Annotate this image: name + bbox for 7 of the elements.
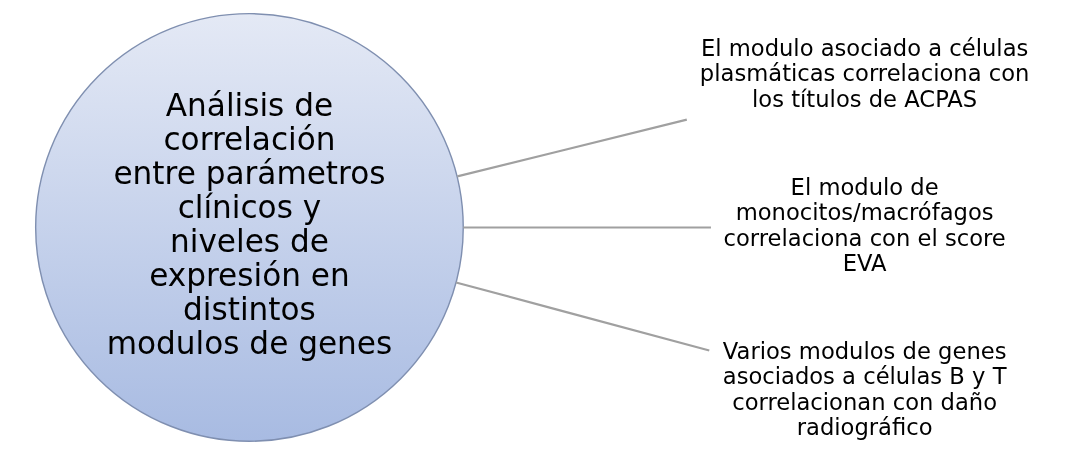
connector: [455, 281, 710, 352]
connector: [463, 226, 711, 229]
connector: [457, 118, 688, 178]
node-text: El modulo de monocitos/macrófagos correlaciona con el score EVA: [723, 173, 1006, 277]
node-text: Varios modulos de genes asociados a células B y T correlacionan con daño radiográfico: [722, 337, 1007, 441]
node-circle: Análisis de correlación entre parámetros clínicos y niveles de expresión en distintos modulos de genes: [34, 12, 464, 442]
node-text: El modulo asociado a células plasmáticas correlaciona con los títulos de ACPAS: [699, 34, 1030, 112]
